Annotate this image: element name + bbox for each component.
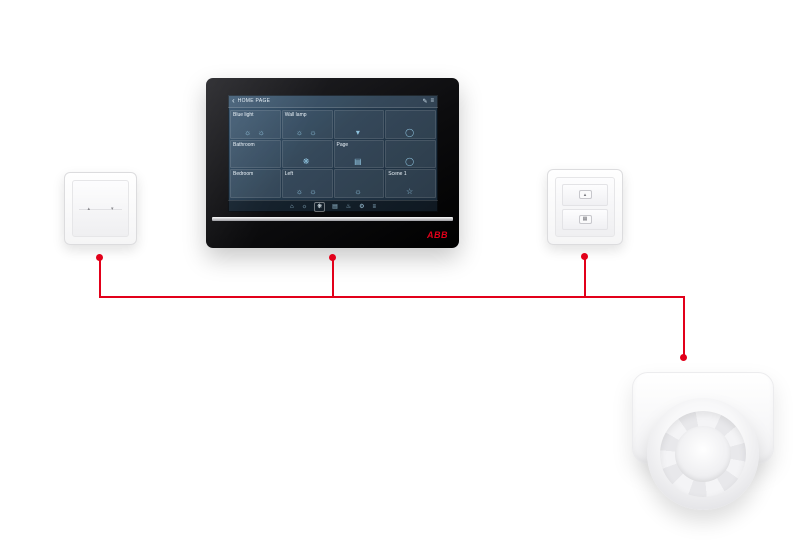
bus-drop-left-switch xyxy=(99,257,101,298)
tile-left[interactable]: Left ☼ ☼ xyxy=(281,169,333,198)
edit-icon[interactable]: ✎ xyxy=(422,98,428,105)
rocker-seam xyxy=(79,208,122,210)
tile-dial[interactable]: ◯ xyxy=(385,110,436,139)
fan-icon: ❋ xyxy=(302,157,312,167)
bus-drop-sensor xyxy=(683,296,685,357)
lamp-icons: ☼ ☼ xyxy=(243,127,267,137)
tile-page[interactable]: Page ▤ xyxy=(333,139,385,169)
tile-wall-lamp[interactable]: Wall lamp ☼ ☼ xyxy=(281,110,333,139)
switch-plate: ▴ ▦ xyxy=(555,177,615,237)
dial-icon: ◯ xyxy=(405,127,417,137)
tile-blue-light[interactable]: Blue light ☼ ☼ xyxy=(230,110,281,139)
tile-bedroom[interactable]: Bedroom xyxy=(230,169,281,198)
fan-icon[interactable]: ❋ xyxy=(314,201,326,212)
wall-switch-right[interactable]: ▴ ▦ xyxy=(547,169,623,245)
abb-touch-panel: ‹ HOME PAGE ✎ ≡ Blue light ☼ ☼ Wall lamp… xyxy=(206,78,459,248)
page-icon: ▤ xyxy=(354,157,364,167)
screen-nav-bar: ⌂ ☼ ❋ ▤ ♨ ⚙ ≡ xyxy=(228,200,438,212)
tile-dimmer[interactable]: ▾ xyxy=(333,110,385,139)
lamp-icons: ☼ ☼ xyxy=(295,186,319,196)
rocker-control[interactable]: ▴ ▾ xyxy=(88,206,114,212)
blind-icon: ▦ xyxy=(578,214,592,224)
climate-icon[interactable]: ♨ xyxy=(345,203,352,210)
menu-icon[interactable]: ≡ xyxy=(430,98,434,104)
rocker-bottom[interactable]: ▦ xyxy=(562,208,608,230)
scene-icon: ☆ xyxy=(406,186,416,196)
arrow-down-icon: ▾ xyxy=(355,127,362,137)
switch-rocker[interactable]: ▴ ▾ xyxy=(72,180,129,237)
page-title: HOME PAGE xyxy=(237,98,271,104)
abb-logo: ABB xyxy=(427,230,448,240)
bus-node-sensor xyxy=(680,354,687,361)
panel-speaker-strip xyxy=(212,217,453,221)
tile-lamp[interactable]: ☼ xyxy=(333,169,385,198)
tile-fan[interactable]: ❋ xyxy=(281,139,333,169)
lamp-icon: ☼ xyxy=(354,186,364,196)
home-icon[interactable]: ⌂ xyxy=(289,203,294,210)
settings-icon[interactable]: ⚙ xyxy=(359,203,365,210)
bus-drop-panel xyxy=(332,257,334,298)
back-icon[interactable]: ‹ xyxy=(232,96,235,105)
dial-icon: ◯ xyxy=(405,157,417,167)
motion-sensor xyxy=(630,372,776,514)
arrow-down-icon: ▾ xyxy=(110,205,114,212)
lamp-icons: ☼ ☼ xyxy=(295,127,319,137)
touch-screen[interactable]: ‹ HOME PAGE ✎ ≡ Blue light ☼ ☼ Wall lamp… xyxy=(228,95,438,212)
menu-icon[interactable]: ≡ xyxy=(372,203,377,210)
tile-grid: Blue light ☼ ☼ Wall lamp ☼ ☼ ▾ ◯ Bathroo… xyxy=(228,108,438,200)
arrow-up-icon: ▴ xyxy=(578,190,592,200)
tile-thermostat[interactable]: ◯ xyxy=(385,139,436,169)
bus-drop-right-switch xyxy=(584,256,586,298)
tile-scene-1[interactable]: Scene 1 ☆ xyxy=(385,169,436,198)
tile-bathroom[interactable]: Bathroom xyxy=(230,139,281,169)
arrow-up-icon: ▴ xyxy=(87,205,91,212)
sensor-lens xyxy=(675,426,731,482)
screen-header: ‹ HOME PAGE ✎ ≡ xyxy=(228,95,438,108)
wall-switch-left[interactable]: ▴ ▾ xyxy=(64,172,137,245)
bus-trunk-horizontal xyxy=(99,296,685,298)
lights-icon[interactable]: ☼ xyxy=(301,203,308,210)
sensor-dome xyxy=(647,398,759,510)
rocker-top[interactable]: ▴ xyxy=(562,184,608,206)
blinds-icon[interactable]: ▤ xyxy=(332,203,338,210)
